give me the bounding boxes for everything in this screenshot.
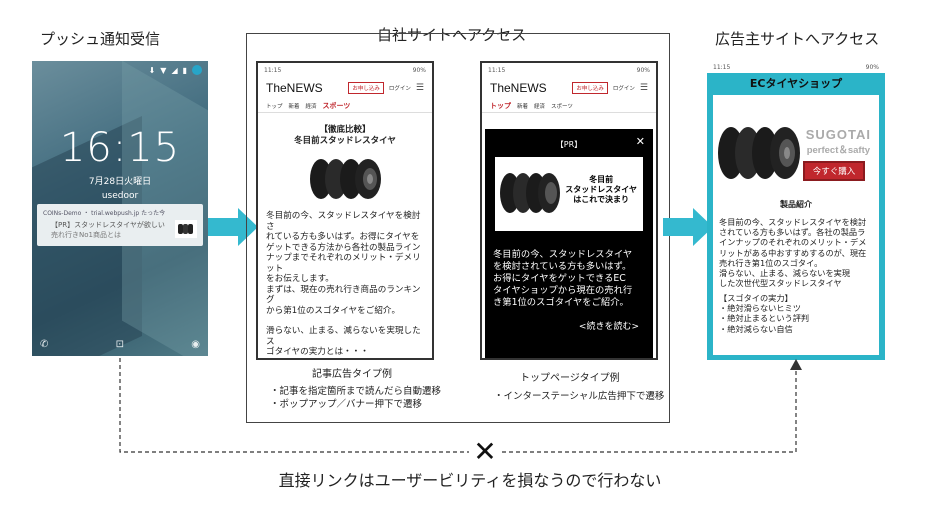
status-time: 11:15: [264, 66, 282, 74]
battery-icon: ▮: [182, 65, 187, 75]
article-note-2: ・ポップアップ／バナー押下で遷移: [270, 399, 423, 410]
notification-title: 【PR】スタッドレスタイヤが欲しい: [51, 221, 165, 229]
subscribe-button[interactable]: お申し込み: [348, 82, 384, 94]
interstitial-ad[interactable]: 【PR】 ✕ 冬目前 スタッドレスタイヤ はこれで決まり 冬目前の今、スタッドレ…: [485, 129, 653, 358]
status-time-3: 11:15: [713, 63, 731, 71]
ad-headline: 冬目前 スタッドレスタイヤ はこれで決まり: [565, 175, 637, 204]
push-title: プッシュ通知受信: [40, 30, 161, 48]
status-icons: ⬇ ▼ ◢ ▮: [149, 65, 202, 75]
battery-level-3: 90%: [865, 63, 879, 71]
tire-product-image: [718, 127, 800, 179]
product-label: 製品紹介: [780, 200, 812, 209]
nav-new[interactable]: 新着: [288, 103, 300, 110]
tire-thumbnail-icon: [175, 220, 197, 238]
push-notification[interactable]: COINs-Demo ・ trial.webpush.jp たった今 【PR】ス…: [37, 204, 203, 246]
close-icon[interactable]: ✕: [635, 135, 645, 148]
no-link-x-mark: ✕: [469, 436, 501, 468]
site-logo-2[interactable]: TheNEWS: [490, 81, 547, 95]
nav-top-2[interactable]: トップ: [490, 101, 511, 110]
nav-sports-2[interactable]: スポーツ: [551, 103, 573, 110]
tire-image: [258, 157, 432, 201]
top-caption: トップページタイプ例: [520, 373, 620, 384]
shop-title: ECタイヤショップ: [749, 77, 843, 90]
notification-body: 売れ行きNo1商品とは: [51, 231, 121, 239]
menu-icon[interactable]: ☰: [415, 83, 424, 93]
nav-economy-2[interactable]: 経済: [534, 103, 546, 110]
arrow-to-advertiser: [663, 208, 713, 246]
advertiser-phone: 11:15 90% ECタイヤショップ SUGOTAI perfect＆safty…: [707, 61, 885, 360]
site-logo[interactable]: TheNEWS: [266, 81, 323, 95]
brand-logo: SUGOTAI perfect＆safty: [806, 127, 871, 156]
avatar-icon[interactable]: [192, 65, 202, 75]
login-link[interactable]: ログイン: [388, 86, 411, 92]
advertiser-content: SUGOTAI perfect＆safty 今すぐ購入 製品紹介 冬目前の今、ス…: [713, 95, 879, 355]
lock-icon[interactable]: ⊡: [115, 339, 125, 350]
wifi-icon: ▼: [160, 65, 167, 75]
arrow-to-own-site: [208, 208, 258, 246]
menu-icon-2[interactable]: ☰: [639, 83, 648, 93]
download-icon: ⬇: [148, 65, 156, 75]
lock-clock: 16:15: [59, 125, 181, 171]
lock-date: 7月28日火曜日: [88, 177, 152, 187]
brand-tagline: perfect＆safty: [806, 145, 871, 156]
product-power: 【スゴタイの実力】 ・絶対滑らないヒミツ ・絶対止まるという評判 ・絶対減らない…: [719, 293, 810, 334]
lock-user: usedoor: [101, 191, 139, 201]
login-link-2[interactable]: ログイン: [612, 86, 635, 92]
site-nav: トップ 新着 経済 スポーツ: [258, 99, 432, 113]
article-title-1: 【徹底比較】: [319, 125, 371, 135]
phone-icon[interactable]: ✆: [40, 339, 49, 350]
ad-banner[interactable]: 冬目前 スタッドレスタイヤ はこれで決まり: [495, 157, 643, 231]
buy-now-button[interactable]: 今すぐ購入: [803, 161, 865, 181]
article-body-2: 滑らない、止まる、減らないを実現したス ゴタイヤの実力とは・・・: [266, 326, 421, 357]
article-note-1: ・記事を指定箇所まで読んだら自動遷移: [270, 386, 442, 397]
footer-note: 直接リンクはユーザービリティを損なうので行わない: [278, 471, 662, 490]
nav-top[interactable]: トップ: [266, 103, 283, 110]
top-note-1: ・インターステーシャル広告押下で遷移: [494, 391, 665, 402]
camera-icon[interactable]: ◉: [191, 339, 200, 350]
brand-name: SUGOTAI: [805, 127, 871, 142]
lockscreen-phone: ⬇ ▼ ◢ ▮ 16:15 7月28日火曜日 usedoor COINs-Dem…: [32, 61, 208, 356]
tire-banner-icon: [500, 173, 560, 213]
battery-level-2: 90%: [636, 66, 650, 74]
nav-sports[interactable]: スポーツ: [322, 101, 351, 110]
nav-new-2[interactable]: 新着: [517, 103, 529, 110]
interstitial-body: 冬目前の今、スタッドレスタイヤ を検討されている方も多いはず。 お得にタイヤをゲ…: [493, 249, 633, 308]
article-title-2: 冬目前スタッドレスタイヤ: [294, 136, 396, 146]
top-page-phone: 11:15 90% TheNEWS お申し込み ログイン ☰ トップ 新着 経済 …: [480, 61, 658, 360]
article-phone: 11:15 90% TheNEWS お申し込み ログイン ☰ トップ 新着 経済 …: [256, 61, 434, 360]
product-description: 冬目前の今、スタッドレスタイヤを検討 されている方も多いはず。各社の製品ラ イン…: [719, 217, 867, 289]
pr-label: 【PR】: [555, 140, 583, 149]
battery-level: 90%: [412, 66, 426, 74]
notification-source: COINs-Demo ・ trial.webpush.jp たった今: [43, 210, 166, 217]
own-site-title: 自社サイトへアクセス: [371, 24, 533, 45]
status-time-2: 11:15: [488, 66, 506, 74]
site-nav-2: トップ 新着 経済 スポーツ: [482, 99, 656, 113]
advertiser-title: 広告主サイトへアクセス: [715, 30, 880, 48]
nav-economy[interactable]: 経済: [305, 103, 317, 110]
article-caption: 記事広告タイプ例: [312, 369, 392, 380]
subscribe-button-2[interactable]: お申し込み: [572, 82, 608, 94]
signal-icon: ◢: [171, 65, 178, 75]
article-body-1: 冬目前の今、スタッドレスタイヤを検討さ れている方も多いはず。お得にタイヤを ゲ…: [266, 211, 421, 316]
read-more-link[interactable]: <続きを読む>: [578, 322, 639, 332]
